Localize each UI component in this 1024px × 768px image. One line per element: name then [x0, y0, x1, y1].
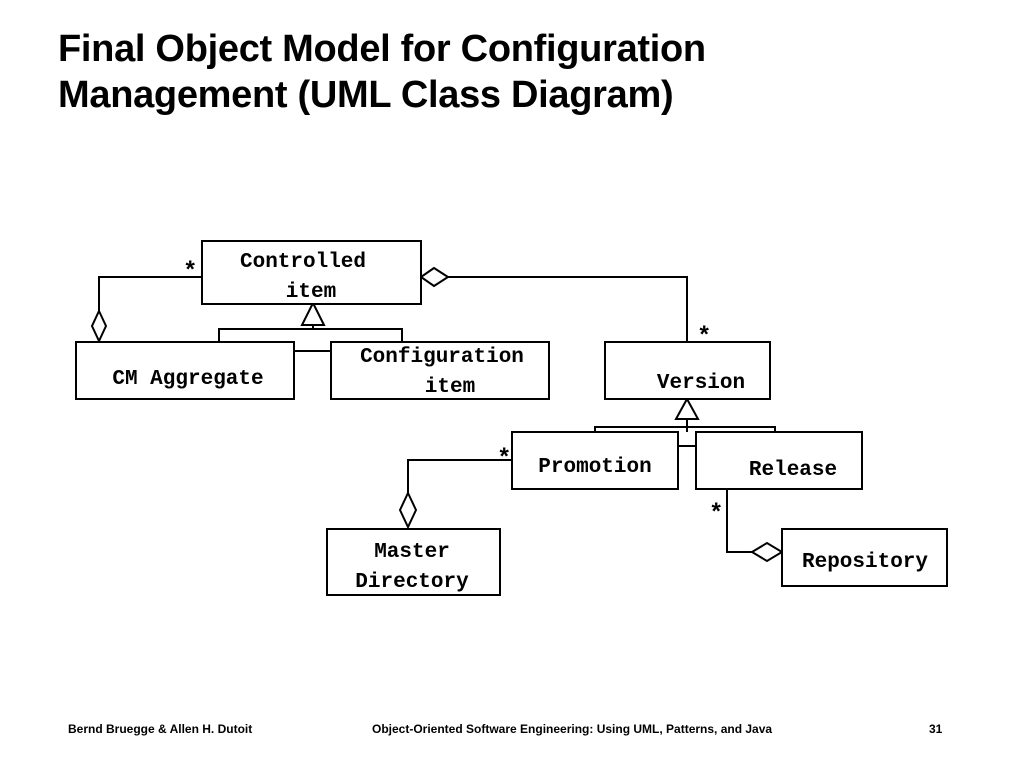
class-name: Promotion	[538, 456, 651, 479]
title-line-1: Final Object Model for Configuration	[58, 28, 706, 70]
footer-book-title: Object-Oriented Software Engineering: Us…	[372, 722, 773, 736]
class-name-line-2: item	[286, 281, 336, 304]
class-promotion: Promotion	[511, 431, 679, 490]
class-box	[75, 341, 295, 400]
slide-title: Final Object Model for Configuration Man…	[58, 26, 978, 118]
edge-aggregate-to-controlled	[98, 276, 202, 311]
class-name-line-1: Controlled	[240, 251, 366, 274]
aggregation-diamond-cm-aggregate	[90, 308, 108, 344]
class-configuration-item: Configuration item	[330, 341, 550, 400]
class-name: Release	[749, 459, 837, 482]
generalization-tree-version	[594, 426, 776, 432]
class-box	[781, 528, 948, 587]
footer-authors: Bernd Bruegge & Allen H. Dutoit	[68, 722, 253, 736]
class-repository: Repository	[781, 528, 948, 587]
title-line-2: Management (UML Class Diagram)	[58, 74, 674, 116]
class-controlled-item: Controlled item	[201, 240, 422, 305]
class-release: Release	[695, 431, 863, 490]
aggregation-diamond-controlled-item	[419, 266, 450, 288]
class-box	[604, 341, 771, 400]
generalization-triangle-version	[674, 396, 700, 420]
class-name-line-2: item	[425, 376, 475, 399]
class-name: Version	[657, 372, 745, 395]
class-cm-aggregate: CM Aggregate	[75, 341, 295, 400]
class-master-directory: Master Directory	[326, 528, 501, 596]
aggregation-diamond-repository	[750, 541, 784, 563]
footer-page-number: 31	[929, 722, 943, 736]
multiplicity-aggregate-to-controlled: *	[183, 259, 197, 286]
class-name-line-1: Configuration	[360, 346, 524, 369]
generalization-tree-controlled	[218, 328, 403, 342]
edge-master-to-promotion	[407, 459, 512, 493]
class-version: Version	[604, 341, 771, 400]
edge-controlled-to-version	[448, 276, 688, 342]
class-box	[330, 341, 550, 400]
class-box	[695, 431, 863, 490]
generalization-triangle-controlled	[300, 300, 326, 326]
class-name: CM Aggregate	[112, 368, 263, 391]
edge-repository-to-release	[726, 490, 752, 553]
class-box	[511, 431, 679, 490]
aggregation-diamond-master-directory	[398, 490, 418, 530]
multiplicity-master-to-promotion: *	[497, 446, 511, 473]
class-name-line-1: Master	[374, 541, 450, 564]
class-name-line-2: Directory	[355, 571, 469, 594]
class-box	[201, 240, 422, 305]
class-box	[326, 528, 501, 596]
class-name: Repository	[802, 551, 928, 574]
multiplicity-repository-to-release: *	[709, 501, 723, 528]
